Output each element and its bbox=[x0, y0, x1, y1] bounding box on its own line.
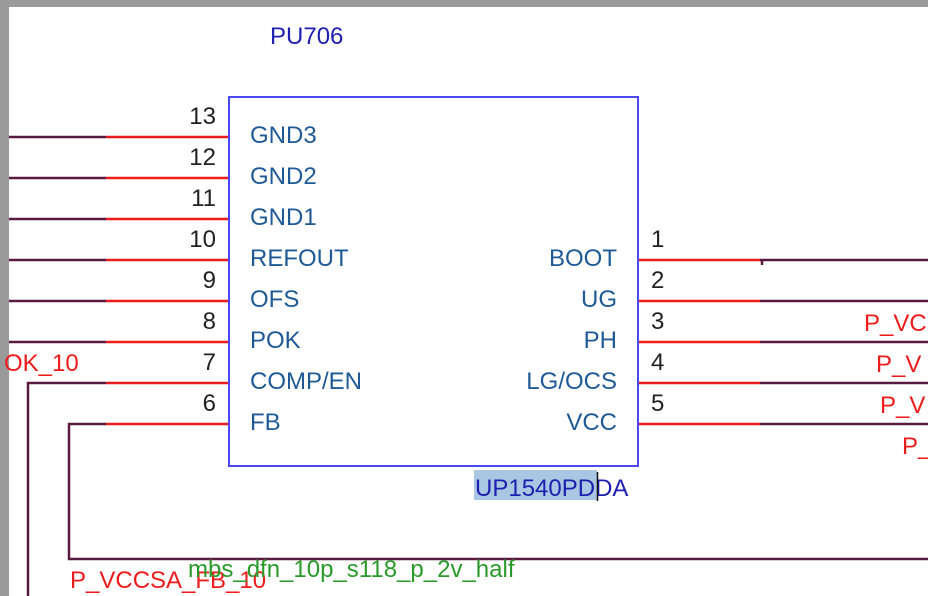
net-label-fb: P_VCCSA_FB_10 bbox=[70, 567, 266, 594]
wires bbox=[9, 135, 928, 596]
net-label-pok: OK_10 bbox=[4, 350, 79, 377]
pin-number: 1 bbox=[651, 226, 664, 253]
pin-name: COMP/EN bbox=[250, 368, 362, 395]
pin-number: 7 bbox=[203, 349, 216, 376]
wire-7 bbox=[26, 381, 106, 596]
refdes-label: PU706 bbox=[270, 23, 343, 50]
footprint-label: mbs_dfn_10p_s118_p_2v_half bbox=[188, 556, 515, 583]
pin-name: VCC bbox=[566, 409, 617, 436]
text-selection-highlight bbox=[474, 470, 597, 500]
component-body[interactable] bbox=[228, 96, 639, 467]
pin-name: FB bbox=[250, 409, 281, 436]
net-label: P_V bbox=[876, 351, 921, 378]
pin-number: 3 bbox=[651, 308, 664, 335]
net-label: P_ bbox=[902, 433, 928, 460]
pin-number: 8 bbox=[203, 308, 216, 335]
pin-name: GND3 bbox=[250, 122, 317, 149]
pin-name: LG/OCS bbox=[526, 368, 617, 395]
net-label: P_VC bbox=[864, 310, 927, 337]
part-value[interactable]: UP1540PDDA bbox=[475, 475, 628, 502]
viewer-frame-left bbox=[0, 0, 9, 596]
part-value-rest[interactable]: DDA bbox=[578, 475, 629, 502]
pin-number: 5 bbox=[651, 390, 664, 417]
pin-number: 11 bbox=[191, 185, 216, 212]
pin-number: 2 bbox=[651, 267, 664, 294]
part-value-selected[interactable]: UP1540P bbox=[475, 475, 578, 502]
pin-number: 10 bbox=[189, 226, 216, 253]
pin-name: REFOUT bbox=[250, 245, 349, 272]
pin-name: UG bbox=[581, 286, 617, 313]
wire-6 bbox=[67, 422, 928, 561]
pin-name: OFS bbox=[250, 286, 299, 313]
pin-name: BOOT bbox=[549, 245, 617, 272]
pin-name: GND2 bbox=[250, 163, 317, 190]
pin-number: 9 bbox=[203, 267, 216, 294]
pins bbox=[106, 135, 760, 426]
net-label: P_V bbox=[880, 392, 925, 419]
pin-number: 13 bbox=[189, 103, 216, 130]
pin-number: 6 bbox=[203, 390, 216, 417]
pin-number: 4 bbox=[651, 349, 664, 376]
pin-name: POK bbox=[250, 327, 301, 354]
viewer-frame-top bbox=[0, 0, 928, 7]
pin-name: GND1 bbox=[250, 204, 317, 231]
pin-name: PH bbox=[584, 327, 617, 354]
pin-number: 12 bbox=[189, 144, 216, 171]
